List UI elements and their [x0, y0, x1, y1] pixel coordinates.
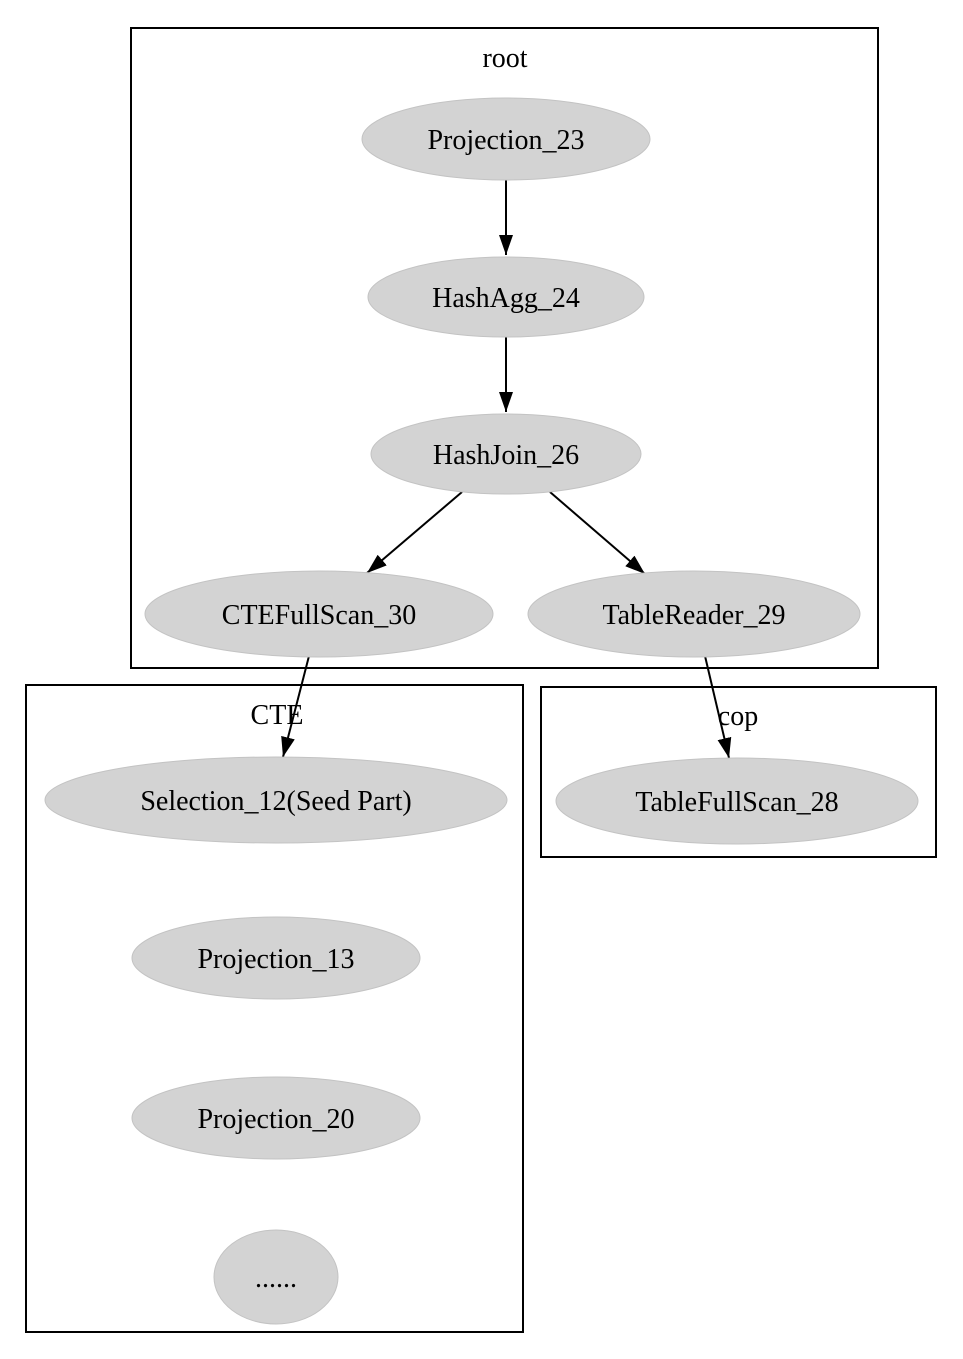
cluster-cte: CTE: [25, 684, 524, 1333]
node-selection-12-shape: [44, 756, 508, 844]
node-hashagg-24: HashAgg_24: [367, 256, 645, 338]
node-projection-13-shape: [131, 916, 421, 1000]
node-ctefullscan-30: CTEFullScan_30: [144, 570, 494, 658]
edge-tablereader29-to-tablefullscan28: [704, 655, 732, 759]
node-projection-23-label: Projection_23: [427, 125, 584, 156]
edge-hashjoin26-to-ctefullscan30: [366, 491, 463, 574]
edge-hashjoin26-to-tablereader29: [549, 491, 646, 575]
node-projection-23-shape: [361, 97, 651, 181]
node-ctefullscan-30-label: CTEFullScan_30: [222, 600, 416, 631]
node-tablereader-29-shape: [527, 570, 861, 658]
node-projection-20-label: Projection_20: [197, 1104, 354, 1135]
node-tablefullscan-28: TableFullScan_28: [555, 757, 919, 845]
cluster-cop-label: cop: [718, 701, 758, 732]
node-tablereader-29-label: TableReader_29: [602, 600, 785, 631]
node-projection-13-label: Projection_13: [197, 944, 354, 975]
node-ellipsis-label: ......: [255, 1263, 297, 1294]
node-hashjoin-26-label: HashJoin_26: [433, 440, 579, 471]
cluster-root-label: root: [482, 43, 527, 74]
node-hashagg-24-label: HashAgg_24: [432, 283, 580, 314]
node-selection-12: Selection_12(Seed Part): [44, 756, 508, 844]
node-projection-20: Projection_20: [131, 1076, 421, 1160]
node-hashjoin-26-shape: [370, 413, 642, 495]
node-projection-20-shape: [131, 1076, 421, 1160]
node-tablereader-29: TableReader_29: [527, 570, 861, 658]
node-hashagg-24-shape: [367, 256, 645, 338]
edge-ctefullscan30-to-selection12: [281, 655, 310, 758]
node-projection-23: Projection_23: [361, 97, 651, 181]
node-ctefullscan-30-shape: [144, 570, 494, 658]
node-hashjoin-26: HashJoin_26: [370, 413, 642, 495]
cluster-root-box: [130, 27, 879, 669]
cluster-cop-box: [540, 686, 937, 858]
cluster-root: root: [130, 27, 879, 669]
node-tablefullscan-28-shape: [555, 757, 919, 845]
cluster-cop: cop: [540, 686, 937, 858]
node-selection-12-label: Selection_12(Seed Part): [140, 786, 411, 817]
node-tablefullscan-28-label: TableFullScan_28: [635, 787, 838, 818]
node-ellipsis: ......: [213, 1229, 339, 1325]
node-projection-13: Projection_13: [131, 916, 421, 1000]
node-ellipsis-shape: [213, 1229, 339, 1325]
cluster-cte-box: [25, 684, 524, 1333]
